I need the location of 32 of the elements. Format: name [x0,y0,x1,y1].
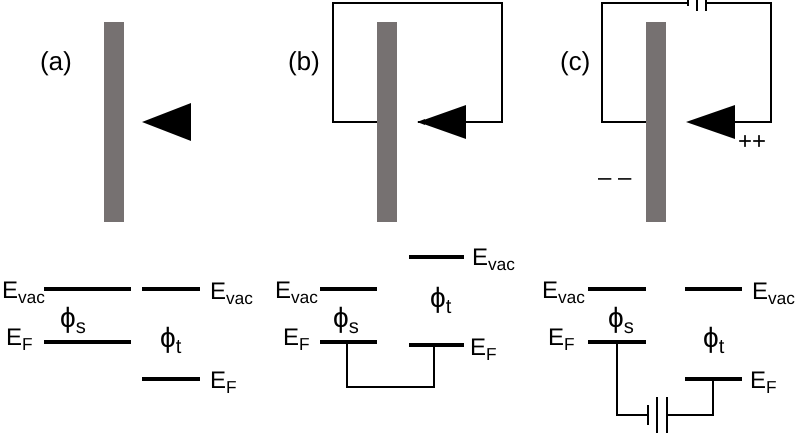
work-function-label: ϕ$_{s}$ [608,304,634,338]
energy-level-label: E$_{vac}$ [752,280,795,308]
sample-plate [377,22,397,222]
energy-level-label: E$_{vac}$ [542,279,585,306]
energy-level-label: E$_{F}$ [283,326,310,354]
work-function-label: ϕ$_{s}$ [333,304,359,338]
wire [601,2,772,123]
wire [346,344,435,388]
energy-level-label: E$_{vac}$ [210,280,253,308]
energy-level-label: E$_{vac}$ [275,279,318,306]
energy-level-label: E$_{F}$ [548,326,575,354]
charge-label: – – [598,166,632,190]
work-function-label: ϕ$_{t}$ [160,324,182,358]
probe-tip [142,103,191,141]
energy-level-label: E$_{F}$ [6,326,33,354]
wire [616,344,714,416]
probe-tip [686,105,735,139]
panel-label: (a) [40,48,72,74]
work-function-label: ϕ$_{t}$ [430,284,452,318]
wire [332,2,503,125]
charge-label: ++ [738,130,766,154]
sample-plate [646,22,666,222]
work-function-label: ϕ$_{t}$ [703,324,724,358]
panel-label: (b) [288,48,320,74]
sample-plate [104,22,124,222]
energy-level-label: E$_{F}$ [470,336,497,364]
energy-level-label: E$_{vac}$ [472,246,515,274]
panel-label: (c) [560,48,590,74]
energy-level-label: E$_{F}$ [750,369,777,396]
work-function-label: ϕ$_{s}$ [60,304,86,338]
energy-level-label: E$_{vac}$ [2,279,45,306]
energy-level-label: E$_{F}$ [210,369,237,396]
